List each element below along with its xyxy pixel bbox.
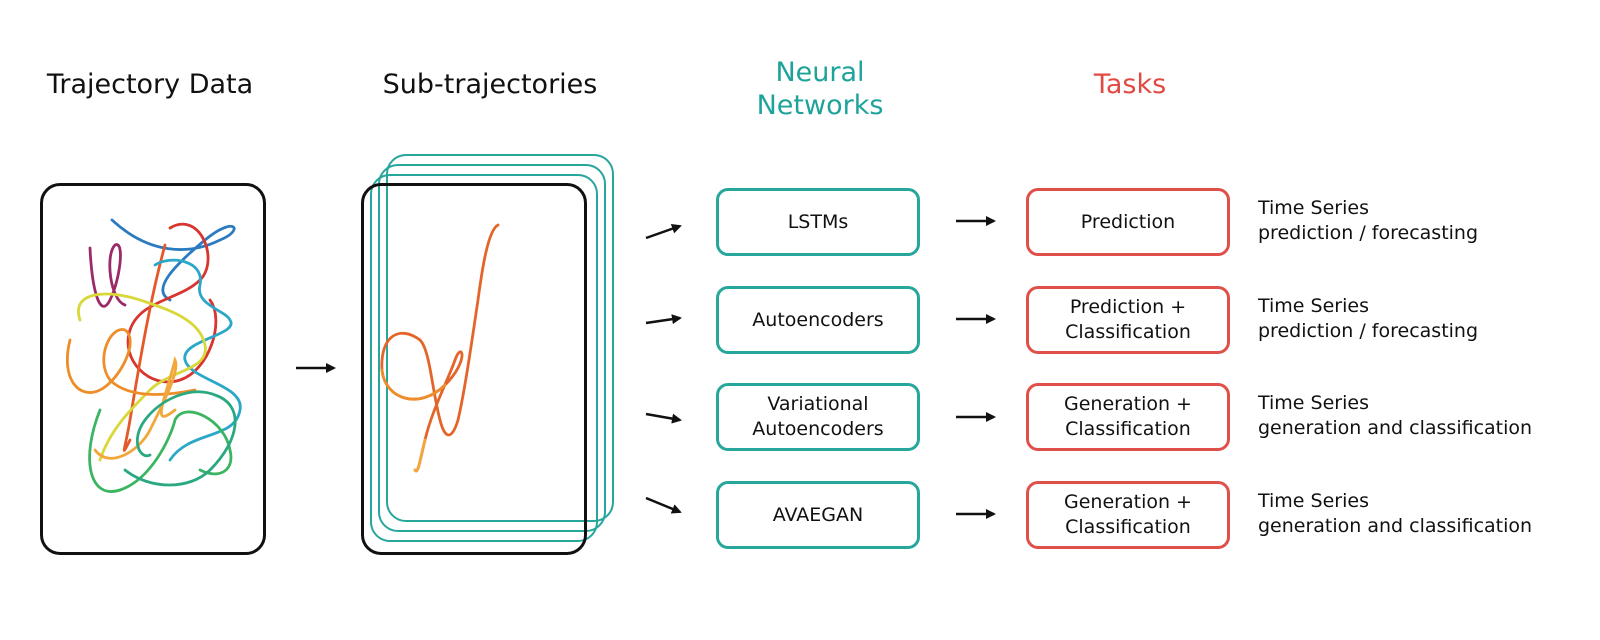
trajectory-curve-amber <box>93 355 178 460</box>
task-box-generation-classification-2: Generation + Classification <box>1026 481 1230 549</box>
description-line1: Time Series <box>1258 197 1369 219</box>
neural-networks-title-line1: Neural <box>775 57 865 88</box>
stack-frame-back-3 <box>386 154 614 522</box>
sub-trajectory-curve <box>380 223 500 473</box>
task-label-line2: Classification <box>1065 516 1191 538</box>
network-box-lstm: LSTMs <box>716 188 920 256</box>
task-description-4: Time Series generation and classificatio… <box>1258 489 1532 539</box>
arrow-sub-to-lstm <box>645 223 682 240</box>
task-label-line2: Classification <box>1065 321 1191 343</box>
task-label-line2: Classification <box>1065 418 1191 440</box>
network-label-line1: LSTMs <box>787 210 849 233</box>
network-label-line2: Autoencoders <box>752 418 884 440</box>
description-line2: generation and classification <box>1258 515 1533 537</box>
arrow-sub-to-avaegan <box>645 496 682 514</box>
trajectory-data-panel <box>40 183 266 555</box>
network-box-avaegan: AVAEGAN <box>716 481 920 549</box>
description-line1: Time Series <box>1258 295 1369 317</box>
arrow-sub-to-autoencoders <box>645 314 682 325</box>
trajectory-curve-red <box>126 222 218 384</box>
trajectory-curve-purple <box>88 243 127 308</box>
trajectory-data-title: Trajectory Data <box>46 69 254 100</box>
trajectory-curve-cyan <box>153 258 242 462</box>
task-label-line1: Generation + <box>1064 393 1192 415</box>
neural-networks-title-line2: Networks <box>756 90 884 121</box>
trajectory-curve-blue <box>110 218 236 302</box>
network-label-line1: Variational <box>767 393 869 415</box>
task-label-line1: Prediction + <box>1069 296 1187 318</box>
trajectory-curve-orange-red <box>122 243 167 452</box>
neural-networks-title: Neural Networks <box>720 56 920 122</box>
network-box-variational-autoencoders: Variational Autoencoders <box>716 383 920 451</box>
task-description-3: Time Series generation and classificatio… <box>1258 391 1532 441</box>
description-line2: generation and classification <box>1258 417 1533 439</box>
trajectory-curve-teal-green <box>123 390 237 487</box>
network-label-line1: AVAEGAN <box>772 503 864 526</box>
task-label-line1: Generation + <box>1064 491 1192 513</box>
stack-frame-back-1 <box>370 174 598 542</box>
task-box-generation-classification-1: Generation + Classification <box>1026 383 1230 451</box>
network-box-autoencoders: Autoencoders <box>716 286 920 354</box>
trajectory-curve-green <box>88 408 233 493</box>
trajectory-curves <box>65 218 242 493</box>
trajectory-curve-orange <box>65 328 197 396</box>
task-description-1: Time Series prediction / forecasting <box>1258 196 1478 246</box>
description-line1: Time Series <box>1258 490 1369 512</box>
tasks-title: Tasks <box>1093 69 1167 100</box>
task-description-2: Time Series prediction / forecasting <box>1258 294 1478 344</box>
task-box-prediction: Prediction <box>1026 188 1230 256</box>
sub-trajectories-title: Sub-trajectories <box>382 69 598 100</box>
description-line1: Time Series <box>1258 392 1369 414</box>
sub-trajectory-panel <box>361 183 587 555</box>
arrow-sub-to-vae <box>645 412 682 424</box>
trajectory-curve-yellow <box>77 292 207 462</box>
network-label-line1: Autoencoders <box>752 308 884 331</box>
task-box-prediction-classification: Prediction + Classification <box>1026 286 1230 354</box>
description-line2: prediction / forecasting <box>1258 222 1479 244</box>
description-line2: prediction / forecasting <box>1258 320 1479 342</box>
task-label-line1: Prediction <box>1080 210 1176 233</box>
stack-frame-back-2 <box>378 164 606 532</box>
